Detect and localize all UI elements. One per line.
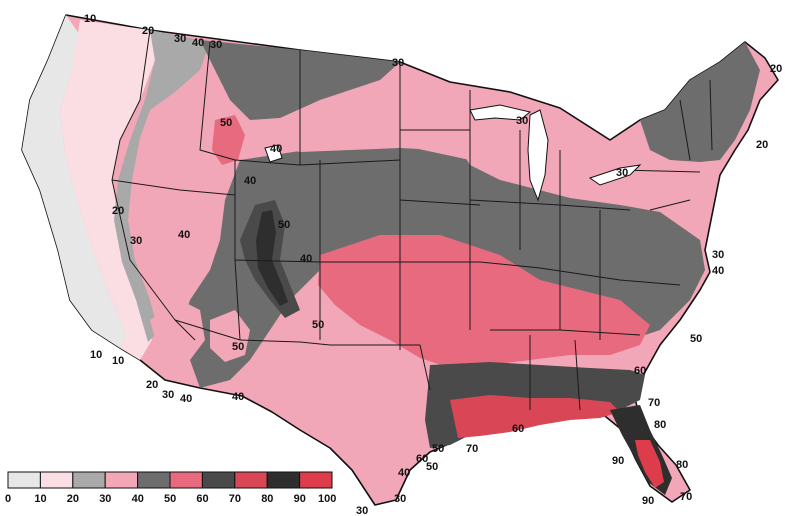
contour-label: 30: [162, 389, 174, 401]
contour-label: 60: [634, 365, 646, 377]
contour-label: 50: [278, 219, 290, 231]
contour-labels: 10 20 30 40 30 30 20 50 40 40 20 30 40 4…: [84, 13, 782, 516]
legend-tick-label: 80: [261, 493, 273, 505]
contour-label: 40: [712, 265, 724, 277]
contour-label: 20: [756, 139, 768, 151]
contour-label: 50: [232, 341, 244, 353]
contour-label: 20: [770, 63, 782, 75]
zone-0-10: [22, 15, 126, 348]
zone-20-30-west: [114, 30, 210, 342]
zone-40-50-northeast: [640, 42, 760, 162]
legend-swatch: [39, 471, 74, 489]
legend-tick-label: 0: [5, 493, 11, 505]
zone-30-40-dakotas: [270, 80, 458, 152]
contour-label: 30: [516, 115, 528, 127]
zone-30-40-lakes: [455, 100, 700, 205]
lake-michigan: [527, 109, 549, 202]
contour-label: 80: [654, 419, 666, 431]
legend-ticks: 0 10 20 30 40 50 60 70 80 90 100: [5, 493, 336, 505]
zone-80-90-utah: [256, 210, 288, 306]
lake-superior: [469, 104, 532, 121]
legend-tick-label: 20: [67, 493, 79, 505]
legend-swatches: [7, 471, 333, 489]
contour-label: 60: [416, 453, 428, 465]
zone-90-100-florida: [635, 440, 664, 488]
contour-label: 40: [232, 391, 244, 403]
legend-swatch: [299, 471, 333, 489]
contour-label: 40: [244, 175, 256, 187]
contour-label: 90: [642, 495, 654, 507]
legend-swatch: [234, 471, 268, 489]
legend-tick-label: 70: [229, 493, 241, 505]
legend-tick-label: 90: [294, 493, 306, 505]
zone-30-40-texas: [300, 370, 425, 490]
legend-swatch: [72, 471, 106, 489]
zone-70-80-gulf: [450, 395, 620, 438]
zone-30-40-newmexico: [210, 310, 250, 362]
contour-label: 30: [712, 249, 724, 261]
legend-swatch: [169, 471, 203, 489]
legend-swatch: [104, 471, 139, 489]
contour-label: 30: [616, 167, 628, 179]
contour-label: 40: [398, 467, 410, 479]
zone-30-40-idaho: [212, 115, 245, 165]
legend-swatch: [137, 471, 171, 489]
legend-tick-label: 30: [99, 493, 111, 505]
contour-label: 30: [394, 493, 406, 505]
contour-label: 80: [676, 459, 688, 471]
legend-tick-label: 40: [132, 493, 144, 505]
contour-label: 10: [112, 355, 124, 367]
contour-label: 20: [142, 25, 154, 37]
contour-label: 60: [512, 423, 524, 435]
contour-label: 40: [180, 393, 192, 405]
contour-label: 70: [680, 491, 692, 503]
contour-label: 50: [432, 443, 444, 455]
contour-label: 40: [192, 37, 204, 49]
legend: 0 10 20 30 40 50 60 70 80 90 100: [5, 471, 336, 505]
contour-label: 30: [392, 57, 404, 69]
legend-tick-label: 10: [34, 493, 46, 505]
contour-label: 40: [300, 253, 312, 265]
legend-swatch: [266, 471, 301, 489]
contour-label: 50: [426, 461, 438, 473]
contour-label: 20: [112, 205, 124, 217]
legend-tick-label: 60: [196, 493, 208, 505]
contour-label: 50: [220, 117, 232, 129]
contour-label: 10: [90, 349, 102, 361]
zone-30-40-arizona: [150, 300, 205, 365]
contour-label: 40: [178, 229, 190, 241]
contour-label: 50: [690, 333, 702, 345]
contour-label: 20: [146, 379, 158, 391]
contour-label: 10: [84, 13, 96, 25]
state-boundaries: [111, 29, 713, 411]
contour-label: 30: [356, 505, 368, 516]
contour-label: 30: [174, 33, 186, 45]
contour-label: 40: [270, 143, 282, 155]
contour-label: 30: [130, 235, 142, 247]
legend-tick-label: 50: [164, 493, 176, 505]
contour-label: 50: [312, 319, 324, 331]
zone-50-60-plains: [318, 235, 650, 368]
legend-tick-label: 100: [318, 493, 336, 505]
legend-swatch: [7, 471, 41, 489]
contour-label: 70: [648, 397, 660, 409]
contour-label: 30: [210, 39, 222, 51]
great-salt-lake: [264, 144, 283, 163]
legend-swatch: [201, 471, 236, 489]
lake-erie: [588, 164, 642, 186]
contour-label: 90: [612, 455, 624, 467]
contour-label: 70: [466, 443, 478, 455]
